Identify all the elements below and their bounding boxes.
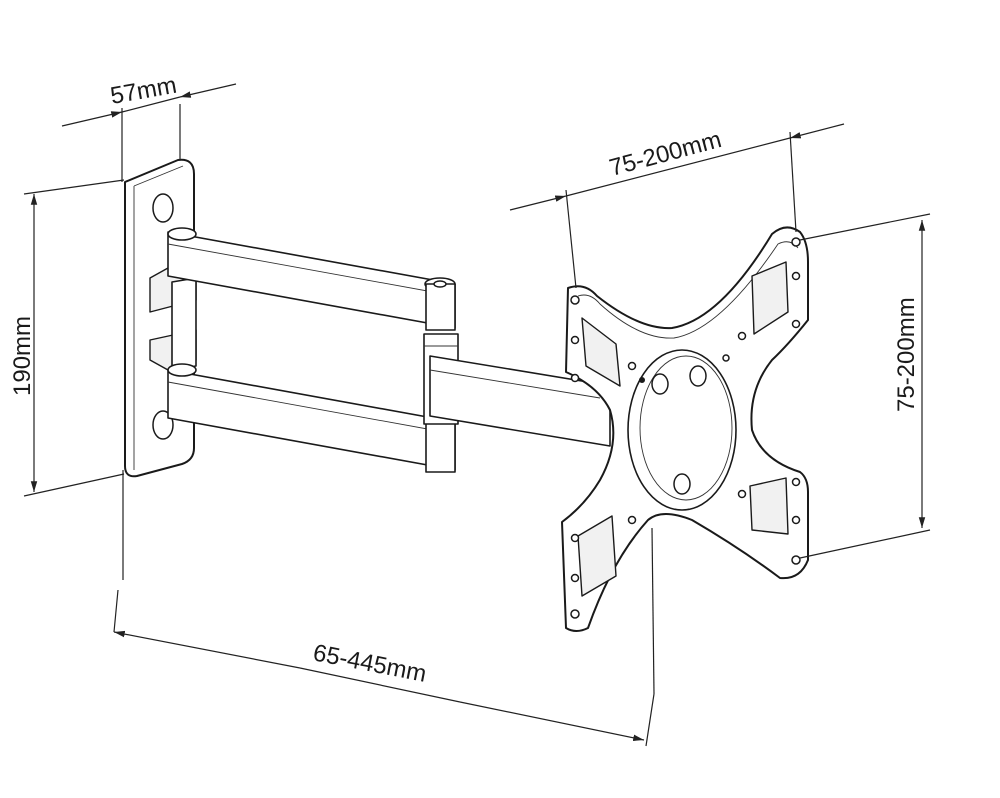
wall-hinge	[149, 267, 197, 371]
vesa-hole-bottom-left	[570, 609, 580, 619]
upper-arm	[167, 227, 456, 331]
lower-arm	[167, 363, 456, 473]
dimension-vesa-vertical: 75-200mm	[799, 213, 931, 559]
dimension-label-plate-height: 190mm	[9, 316, 36, 396]
dimension-plate-depth: 57mm	[61, 72, 237, 182]
vesa-hole-top-right	[791, 237, 801, 247]
dimension-label-plate-depth: 57mm	[108, 72, 178, 110]
vesa-cutout-top-right	[751, 261, 789, 335]
vesa-plate	[561, 226, 809, 632]
vesa-hole-bottom-right	[791, 555, 801, 565]
vesa-cutout-bottom-right	[749, 477, 789, 535]
dimension-label-extension-range: 65-445mm	[311, 639, 429, 687]
tilt-arm	[429, 355, 611, 447]
dimension-plate-height: 190mm	[9, 179, 125, 497]
vesa-cutout-top-left	[581, 317, 621, 387]
vesa-hole-top-left	[570, 295, 580, 305]
wall-plate-top-slot	[152, 193, 174, 223]
dimension-label-vesa-vertical: 75-200mm	[893, 297, 920, 412]
dimension-label-vesa-horizontal: 75-200mm	[607, 126, 725, 182]
vesa-cutout-bottom-left	[577, 515, 617, 597]
